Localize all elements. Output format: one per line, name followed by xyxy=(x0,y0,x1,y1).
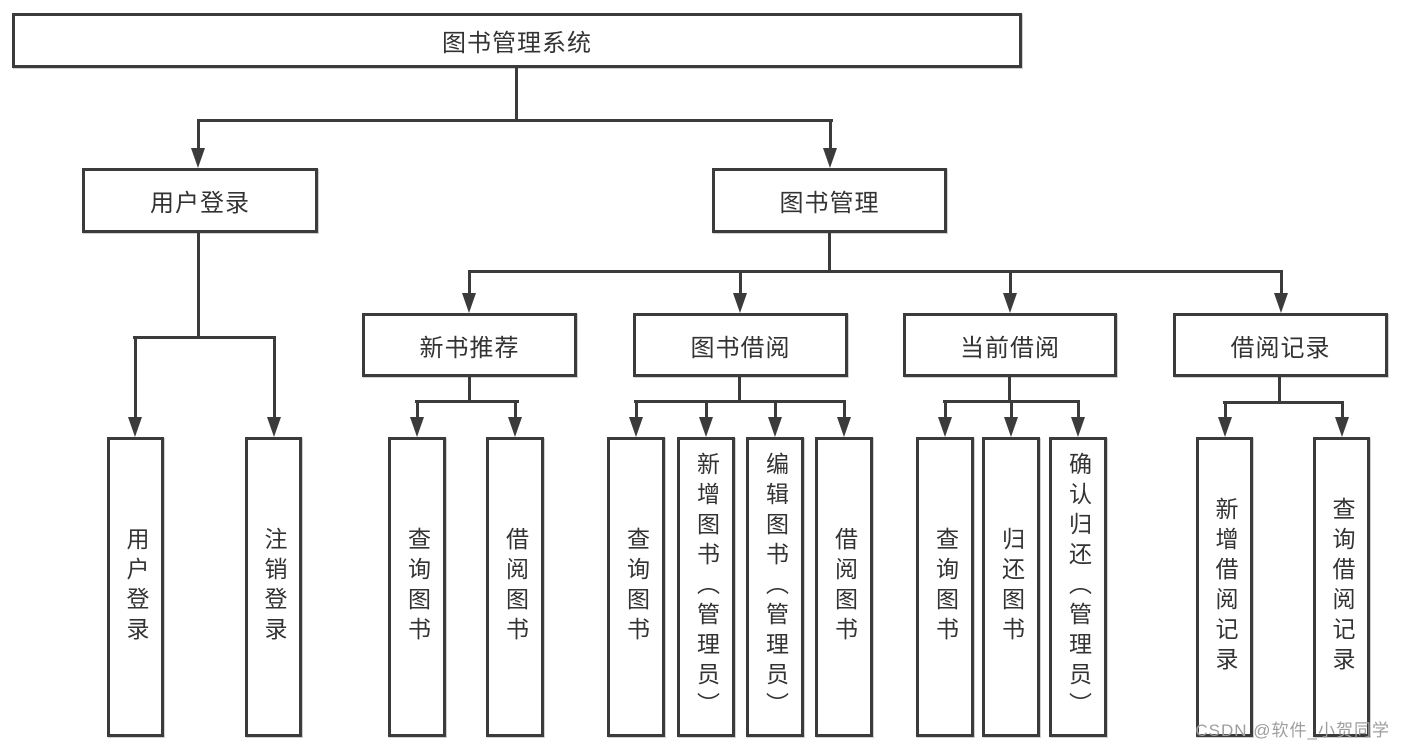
node-book-borrowing: 图书借阅 xyxy=(633,313,848,377)
arrowhead xyxy=(1274,270,1288,313)
arrowhead xyxy=(733,270,747,313)
arrowhead xyxy=(128,336,142,437)
arrowhead xyxy=(837,400,851,437)
arrowhead xyxy=(462,270,476,313)
connector-line xyxy=(738,377,741,402)
arrowhead xyxy=(1071,400,1085,437)
arrowhead xyxy=(768,400,782,437)
node-borrow-books: 借阅图书 xyxy=(815,437,873,737)
connector-line xyxy=(515,68,518,119)
arrowhead xyxy=(267,336,281,437)
connector-line xyxy=(133,336,276,339)
node-user-login: 用户登录 xyxy=(107,437,164,737)
node-borrow-books: 借阅图书 xyxy=(486,437,544,737)
node-confirm-return-admin: 确认归还（管理员） xyxy=(1049,437,1107,737)
node-current-borrowing: 当前借阅 xyxy=(903,313,1117,377)
node-book-management-module: 图书管理 xyxy=(712,168,947,233)
connector-line xyxy=(634,400,846,403)
node-query-books: 查询图书 xyxy=(916,437,974,737)
connector-line xyxy=(1008,377,1011,402)
arrowhead xyxy=(629,400,643,437)
connector-line xyxy=(1223,401,1344,404)
node-add-borrow-record: 新增借阅记录 xyxy=(1196,437,1253,737)
connector-line xyxy=(468,270,1283,273)
watermark: CSDN @软件_小贺同学 xyxy=(1195,721,1390,740)
arrowhead xyxy=(410,400,424,437)
node-logout: 注销登录 xyxy=(245,437,302,737)
connector-line xyxy=(828,233,831,270)
arrowhead xyxy=(508,400,522,437)
connector-line xyxy=(415,400,519,403)
node-library-management-system: 图书管理系统 xyxy=(12,13,1022,68)
connector-line xyxy=(197,233,200,336)
node-add-book-admin: 新增图书（管理员） xyxy=(677,437,735,737)
connector-line xyxy=(468,377,471,402)
node-query-borrow-record: 查询借阅记录 xyxy=(1313,437,1370,737)
node-new-book-recommendation: 新书推荐 xyxy=(362,313,577,377)
node-return-books: 归还图书 xyxy=(982,437,1040,737)
arrowhead xyxy=(191,119,205,168)
arrowhead xyxy=(1003,270,1017,313)
arrowhead xyxy=(1335,401,1349,437)
node-edit-book-admin: 编辑图书（管理员） xyxy=(746,437,804,737)
connector-line xyxy=(197,119,833,122)
node-query-books: 查询图书 xyxy=(388,437,446,737)
connector-line xyxy=(1278,377,1281,403)
arrowhead xyxy=(823,119,837,168)
arrowhead xyxy=(938,400,952,437)
arrowhead xyxy=(699,400,713,437)
arrowhead xyxy=(1004,400,1018,437)
node-user-login-module: 用户登录 xyxy=(82,168,318,233)
node-borrowing-records: 借阅记录 xyxy=(1173,313,1388,377)
arrowhead xyxy=(1218,401,1232,437)
node-query-books: 查询图书 xyxy=(607,437,665,737)
